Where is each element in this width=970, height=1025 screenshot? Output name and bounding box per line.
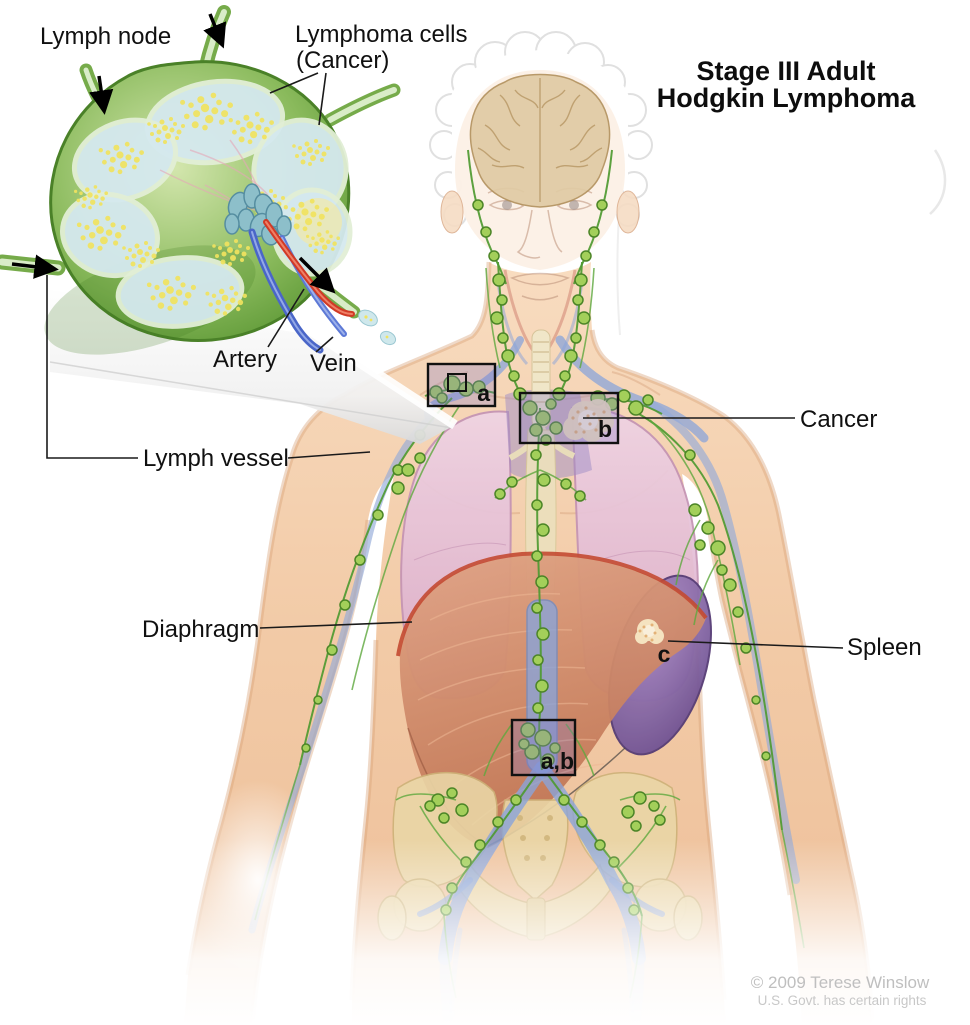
flow-arrow-left	[11, 254, 59, 279]
marker-box-a	[426, 362, 497, 408]
cancer-label: Cancer	[800, 406, 877, 433]
diaphragm-leader	[259, 621, 413, 629]
flow-arrow-efferent	[298, 256, 336, 294]
spleen-label: Spleen	[847, 634, 922, 661]
right-ear	[616, 190, 640, 234]
elbow-fade	[188, 780, 328, 980]
bottom-fade	[0, 840, 970, 1025]
cancer-spot-spleen	[635, 619, 664, 644]
marker-a-label: a	[477, 380, 490, 406]
background-wisps	[616, 114, 947, 336]
text-labels: Stage III Adult Hodgkin Lymphoma Lymph n…	[40, 21, 930, 1008]
vein-leader	[315, 336, 334, 353]
flow-arrow-top	[203, 13, 227, 49]
marker-box-a-inner	[447, 373, 467, 392]
flow-arrow-upper-left	[89, 75, 114, 115]
lymph-vessel-leader-right	[287, 451, 371, 459]
copyright-line2: U.S. Govt. has certain rights	[758, 993, 927, 1008]
flow-arrows	[11, 13, 336, 294]
inset-droplets	[358, 309, 397, 346]
page-title-line1: Stage III Adult	[696, 56, 875, 86]
page-title-line2: Hodgkin Lymphoma	[657, 83, 916, 113]
copyright-line1: © 2009 Terese Winslow	[751, 973, 930, 992]
spleen-leader	[667, 640, 844, 649]
lymphoma-cells-label-line1: Lymphoma cells	[295, 21, 468, 48]
lymph-vessel-label: Lymph vessel	[143, 445, 289, 472]
marker-ab-label: a,b	[541, 748, 574, 774]
left-ear	[440, 190, 464, 234]
lymphoma-cells-leader-2	[318, 72, 327, 126]
lymph-node-inset	[0, 5, 401, 355]
lymph-node-label: Lymph node	[40, 23, 171, 50]
leader-lines	[46, 72, 844, 649]
lymphoma-cells-label-line2: (Cancer)	[296, 47, 389, 74]
artery-label: Artery	[213, 346, 277, 373]
inset-hilum	[224, 183, 292, 246]
marker-c-label: c	[658, 641, 671, 667]
lymph-vessel-leader-left	[46, 275, 138, 459]
artery-leader	[267, 288, 305, 348]
marker-b-label: b	[598, 416, 612, 442]
brain	[469, 73, 611, 208]
marker-box-ab	[510, 718, 577, 777]
diaphragm-rim	[396, 551, 708, 657]
vein-label: Vein	[310, 350, 357, 377]
diaphragm-label: Diaphragm	[142, 616, 259, 643]
lymphoma-cells-leader-1	[269, 72, 319, 94]
